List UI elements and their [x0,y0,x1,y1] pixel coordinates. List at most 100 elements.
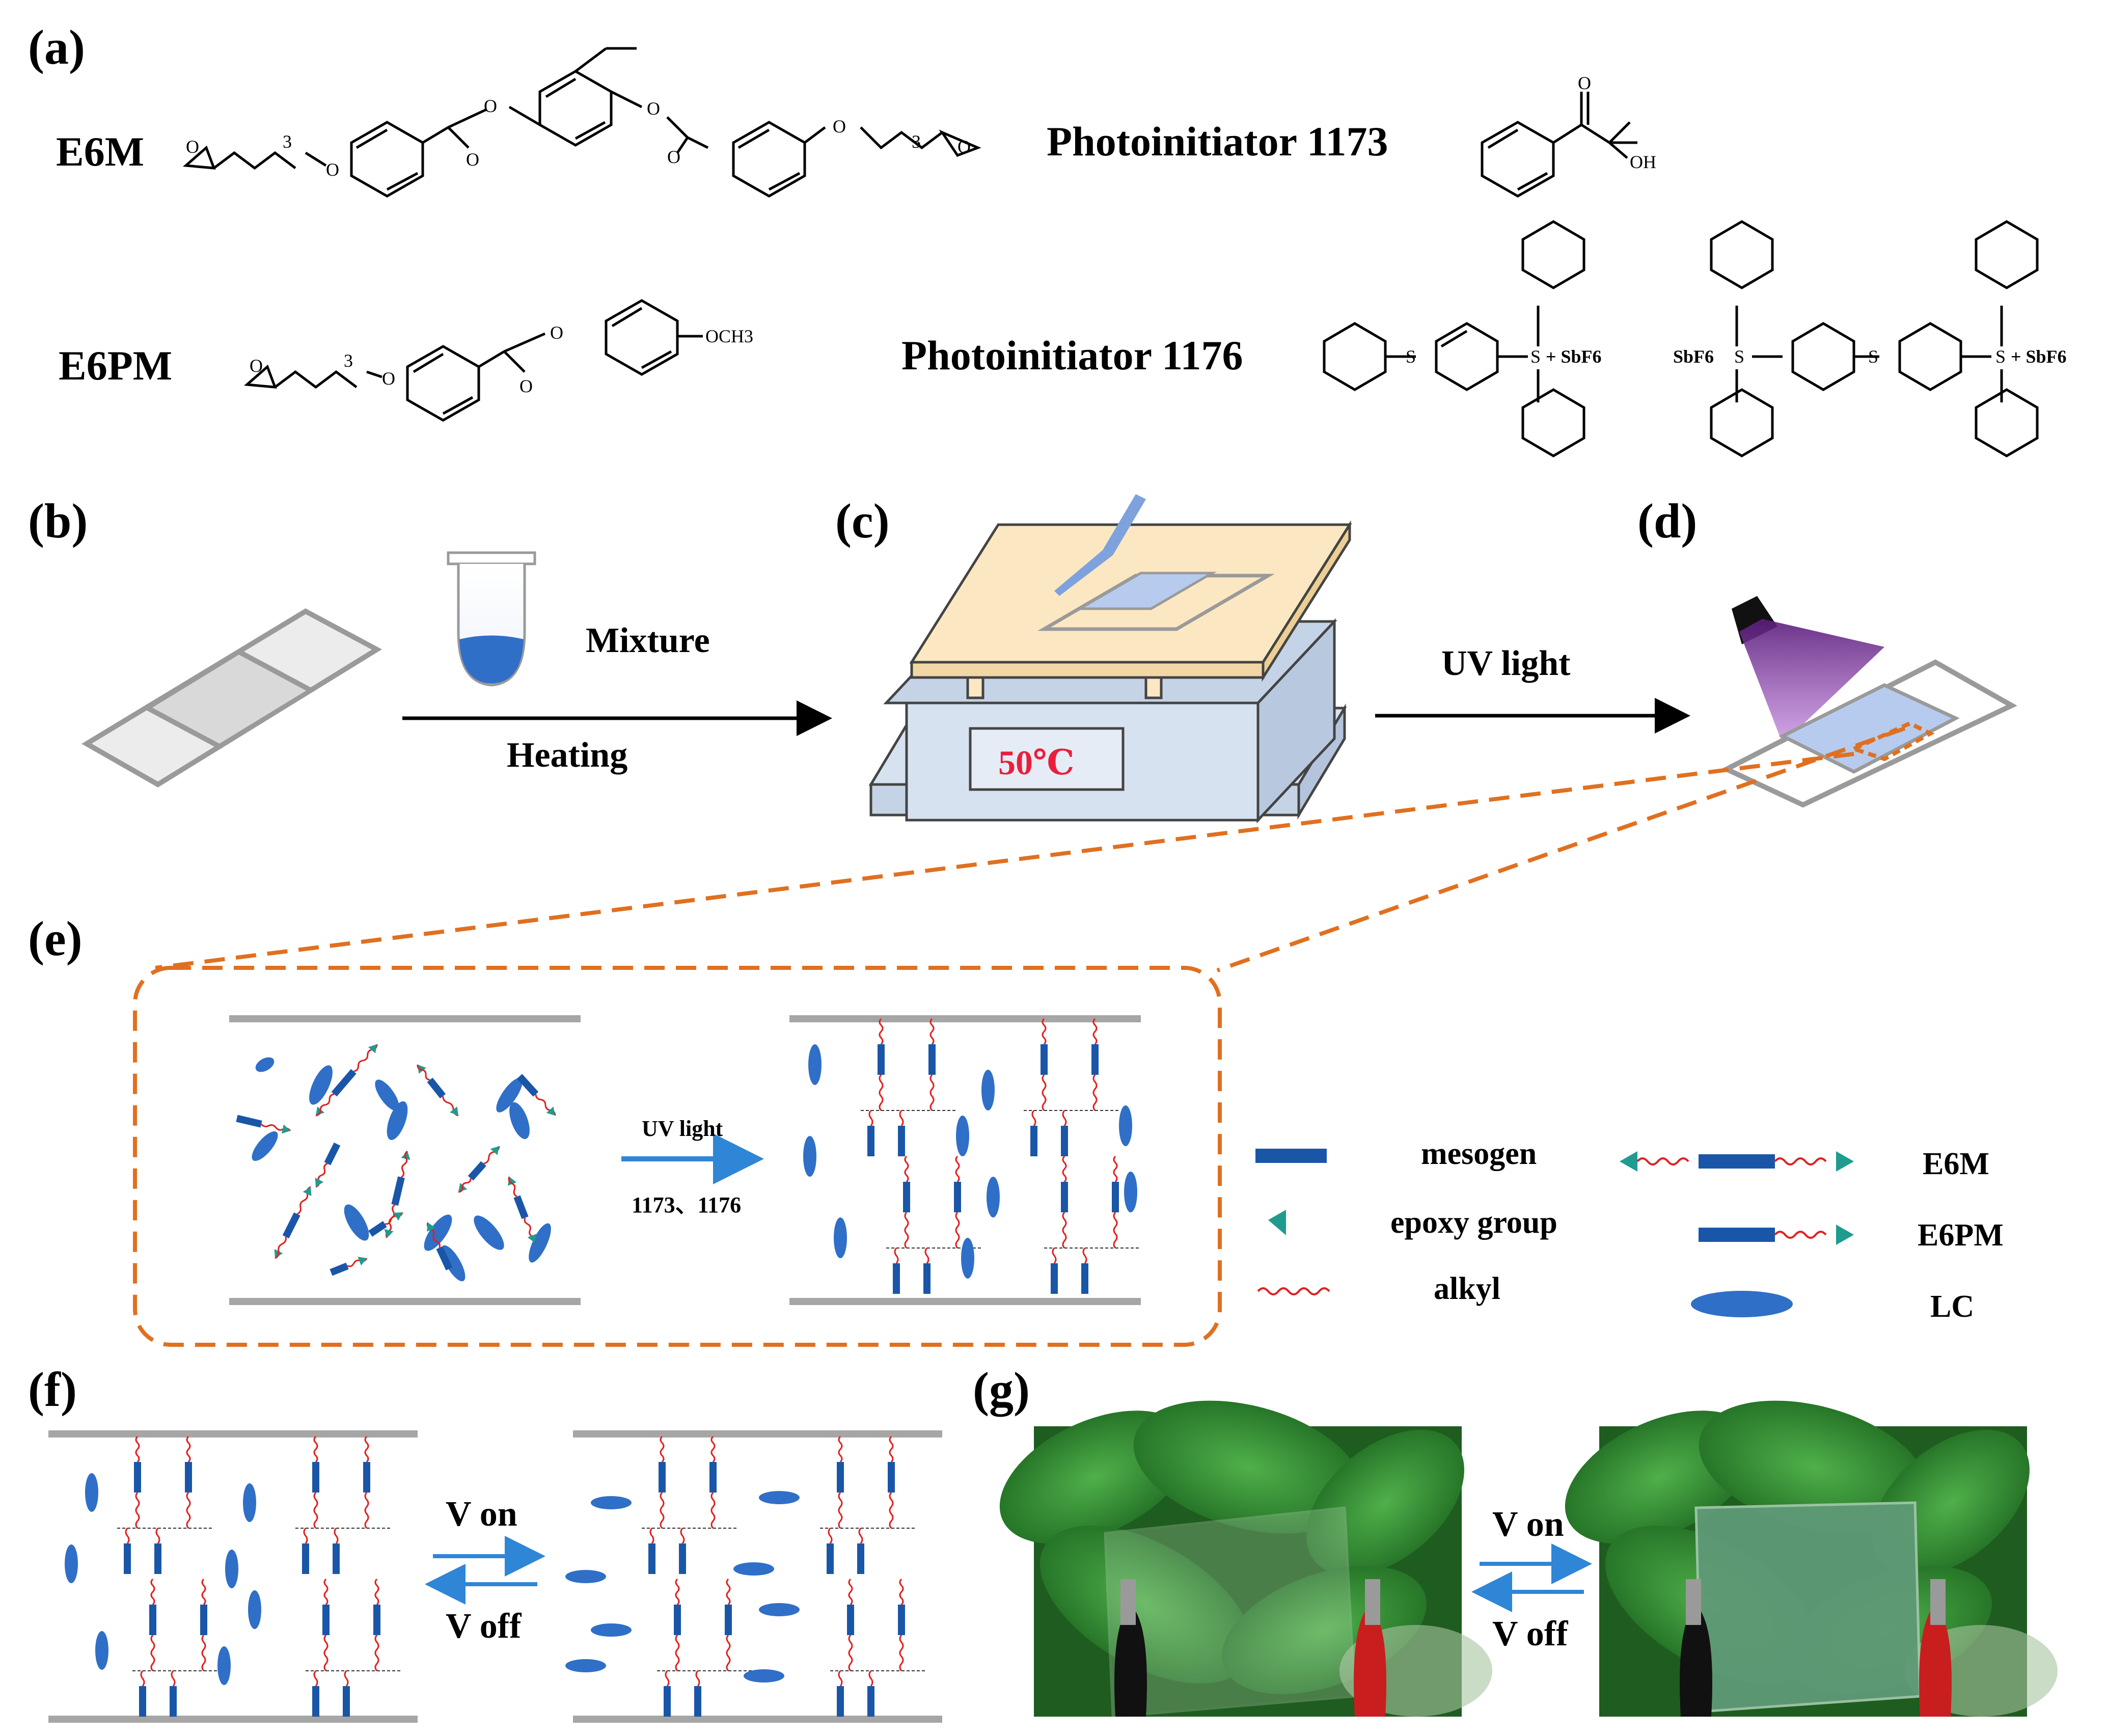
pi1173-atom-o: O [1578,73,1591,93]
panel-label-c: (c) [835,494,890,548]
g-v-off-label: V off [1492,1614,1568,1653]
e6m-atom-o7: O [466,149,479,170]
alkyl-chain [665,1670,670,1687]
alkyl-chain [868,1110,873,1126]
mixture-tube-icon [447,551,536,687]
alkyl-chain [344,1670,349,1687]
mesogen-bar [236,1115,262,1128]
alkyl-chain [726,1578,731,1606]
lc-molecule [591,1496,632,1509]
legend: mesogen epoxy group alkyl E6M E6PM LC [1255,1136,2004,1324]
legend-e6m-swatch [1620,1151,1854,1172]
alkyl-chain [313,1492,318,1529]
empty-cell [81,608,382,788]
alkyl-chain [155,1528,160,1544]
alkyl-chain [868,1670,873,1687]
epoxy-group [303,1187,312,1196]
alkyl-chain [401,1150,408,1178]
lc-molecule [387,1101,408,1140]
e6m-structure [182,47,981,198]
f-v-off-label: V off [446,1607,522,1646]
legend-lc: LC [1930,1289,1974,1324]
alkyl-chain [838,1670,843,1687]
epoxy-group [546,1106,555,1116]
lc-molecule [375,1079,399,1111]
alkyl-chain [125,1528,130,1544]
lc-molecule [252,1131,278,1161]
epoxy-group [450,1106,458,1116]
heating-label: Heating [507,736,627,775]
e6pm-och3: OCH3 [705,326,753,346]
hotplate [868,520,1352,824]
lc-molecule [255,1057,275,1072]
lc-molecule [1124,1172,1137,1212]
lc-molecule [987,1177,1000,1217]
legend-e6m: E6M [1923,1147,1989,1181]
alkyl-chain [660,1435,665,1463]
lc-molecule [759,1603,800,1616]
e6m-atom-o1: O [186,137,199,157]
e6pm-structure [243,299,703,422]
epoxy-group [490,1146,499,1155]
pi1176-b-s3: S [1995,346,2006,367]
f-v-on-label: V on [446,1495,517,1534]
alkyl-chain [899,1110,904,1126]
epoxy-group [315,1178,324,1187]
lc-molecule [509,1102,530,1140]
legend-mesogen: mesogen [1421,1136,1537,1171]
lc-molecule [956,1116,969,1156]
alkyl-chain [904,1155,909,1183]
lc-molecule [424,1214,452,1251]
epoxy-group [393,1212,402,1221]
lc-molecule [961,1238,974,1279]
lc-molecule [441,1245,466,1282]
e6m-label: E6M [56,128,144,175]
alkyl-chain [726,1635,731,1671]
alkyl-chain [858,1528,863,1544]
alkyl-chain [417,1064,430,1081]
uv-light-label: UV light [1441,644,1570,683]
alkyl-chain [508,1176,517,1198]
alkyl-chain [838,1435,843,1463]
alkyl-chain [1113,1212,1118,1249]
alkyl-chain [1092,1074,1098,1111]
e6pm-label: E6PM [59,342,172,389]
lc-molecule [95,1631,108,1670]
pi1176-b-s1: S [1734,346,1744,367]
cured-cell [1720,659,2017,808]
mesogen-bar [468,1161,486,1181]
alkyl-chain [899,1635,904,1671]
alkyl-chain [675,1635,680,1671]
e6m-atom-o6: O [957,137,971,157]
alkyl-chain [150,1635,155,1671]
lc-molecule [759,1491,800,1504]
alkyl-chain [1042,1074,1047,1111]
epoxy-group [281,1124,290,1134]
alkyl-chain [879,1018,884,1045]
legend-alkyl: alkyl [1434,1271,1500,1306]
mesogen-bar [391,1176,405,1206]
before-cure-cell [229,1015,581,1305]
pi1176-a-s1: S [1406,346,1416,367]
alkyl-chain [303,1528,308,1544]
alkyl-chain [313,1670,318,1687]
panel-label-d: (d) [1637,494,1697,548]
alkyl-chain [1042,1018,1047,1045]
epoxy-group [507,1177,517,1186]
alkyl-chain [889,1435,894,1463]
alkyl-chain [186,1492,191,1529]
photo-scattering-state [1565,1400,2058,1717]
mesogen-bar [368,1220,387,1237]
alkyl-chain [374,1635,379,1671]
photo-transparent-state [999,1400,1492,1718]
pi1173-structure [1481,92,1637,198]
alkyl-chain [879,1074,884,1111]
panel-label-g: (g) [973,1362,1030,1417]
alkyl-chain [150,1578,155,1606]
pi1176-label: Photoinitiator 1176 [901,332,1243,378]
alkyl-chain [458,1178,472,1193]
lc-molecule [981,1070,995,1110]
legend-lc-swatch [1691,1291,1793,1317]
alkyl-chain [1052,1247,1057,1264]
